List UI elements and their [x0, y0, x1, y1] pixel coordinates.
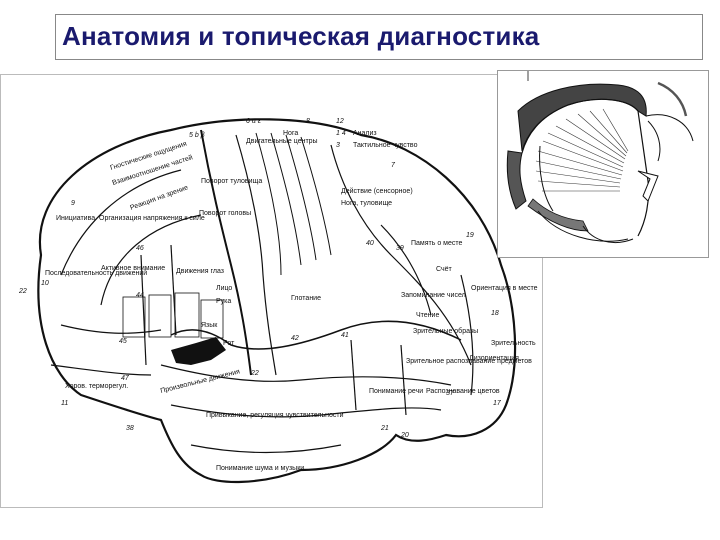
area-number: 22 [250, 370, 259, 377]
function-label: Лицо [216, 285, 232, 292]
brain-map-figure: 6 α ε 5 b β 8 12 1 4 3 7 9 10 46 44 45 4… [0, 74, 543, 508]
function-label: Действие (сенсорное) [341, 187, 413, 195]
function-label: Активное внимание [101, 265, 165, 272]
function-label: Понимание шума и музыки [216, 465, 304, 472]
function-label: Рот [223, 340, 235, 347]
function-label: Ориентация в месте [471, 285, 538, 292]
function-label: Зрительное распознавание предметов [406, 358, 532, 365]
function-label: Движения глаз [176, 268, 224, 275]
function-label: Зрительные образы [413, 327, 478, 335]
title-box: Анатомия и топическая диагностика [55, 14, 703, 60]
function-label: Поворот головы [199, 210, 251, 217]
area-number: 19 [466, 232, 474, 239]
function-label: Двигательные центры [246, 138, 318, 145]
area-number: 37 [446, 390, 455, 397]
area-number: 22 [18, 288, 27, 295]
function-label: Дизориентация [469, 355, 519, 362]
area-numbers: 6 α ε 5 b β 8 12 1 4 3 7 9 10 46 44 45 4… [18, 118, 502, 439]
function-label: Последовательность движений [45, 269, 147, 277]
area-number: 3 [336, 142, 340, 149]
cross-section-svg [506, 71, 694, 243]
area-number: 41 [341, 332, 349, 339]
function-label: Распознавание цветов [426, 388, 500, 395]
area-number: 12 [336, 118, 344, 125]
area-number: 17 [493, 400, 502, 407]
area-number: 20 [400, 432, 409, 439]
area-number: 18 [491, 310, 499, 317]
area-number: 40 [366, 240, 374, 247]
brain-outline [37, 118, 517, 484]
function-labels: Гностические ощущения Взаимоотношение ча… [45, 130, 538, 472]
function-label: Зрительность [491, 340, 536, 347]
function-label: Хоров. терморегул. [65, 383, 128, 390]
area-number: 42 [291, 335, 299, 342]
area-number: 21 [380, 425, 389, 432]
premotor-boxes [122, 292, 224, 339]
sylvian-fissure [171, 337, 226, 365]
function-label: Поворот туловища [201, 178, 262, 185]
area-number: 1 4 [336, 130, 346, 137]
function-label: Глотание [291, 295, 321, 302]
area-number: 45 [119, 338, 127, 345]
cross-section-figure [497, 70, 709, 258]
function-label: Язык [201, 322, 218, 329]
function-label: Запоминание чисел [401, 292, 466, 299]
area-number: 7 [391, 162, 396, 169]
area-number: 11 [61, 400, 68, 407]
area-number: 44 [136, 292, 144, 299]
brain-map-svg: 6 α ε 5 b β 8 12 1 4 3 7 9 10 46 44 45 4… [18, 118, 538, 484]
area-number: 5 b β [189, 132, 205, 139]
function-label: Реакция на зрение [129, 184, 189, 212]
area-number: 39 [396, 245, 404, 252]
function-label: Понимание речи [369, 388, 423, 395]
area-number: 6 α ε [246, 118, 262, 125]
function-label: Рука [216, 298, 231, 305]
function-label: Анализ [353, 130, 377, 137]
function-label: Произвольные движения [160, 368, 241, 395]
function-label: Привыкание, регуляция чувствительности [206, 412, 344, 419]
function-label: Нога [283, 130, 298, 137]
area-number: 38 [126, 425, 134, 432]
area-number: 47 [121, 375, 130, 382]
function-label: Тактильное чувство [353, 142, 418, 149]
function-label: Нога, туловище [341, 200, 392, 207]
function-label: Память о месте [411, 240, 462, 247]
function-label: Чтение [416, 312, 439, 319]
function-label: Инициатива. Организация напряжения к сил… [56, 215, 205, 222]
function-label: Счёт [436, 266, 453, 273]
area-number: 8 [306, 118, 310, 125]
area-number: 10 [41, 280, 49, 287]
page-title: Анатомия и топическая диагностика [62, 21, 540, 51]
area-number: 9 [71, 200, 75, 207]
area-number: 46 [136, 245, 144, 252]
